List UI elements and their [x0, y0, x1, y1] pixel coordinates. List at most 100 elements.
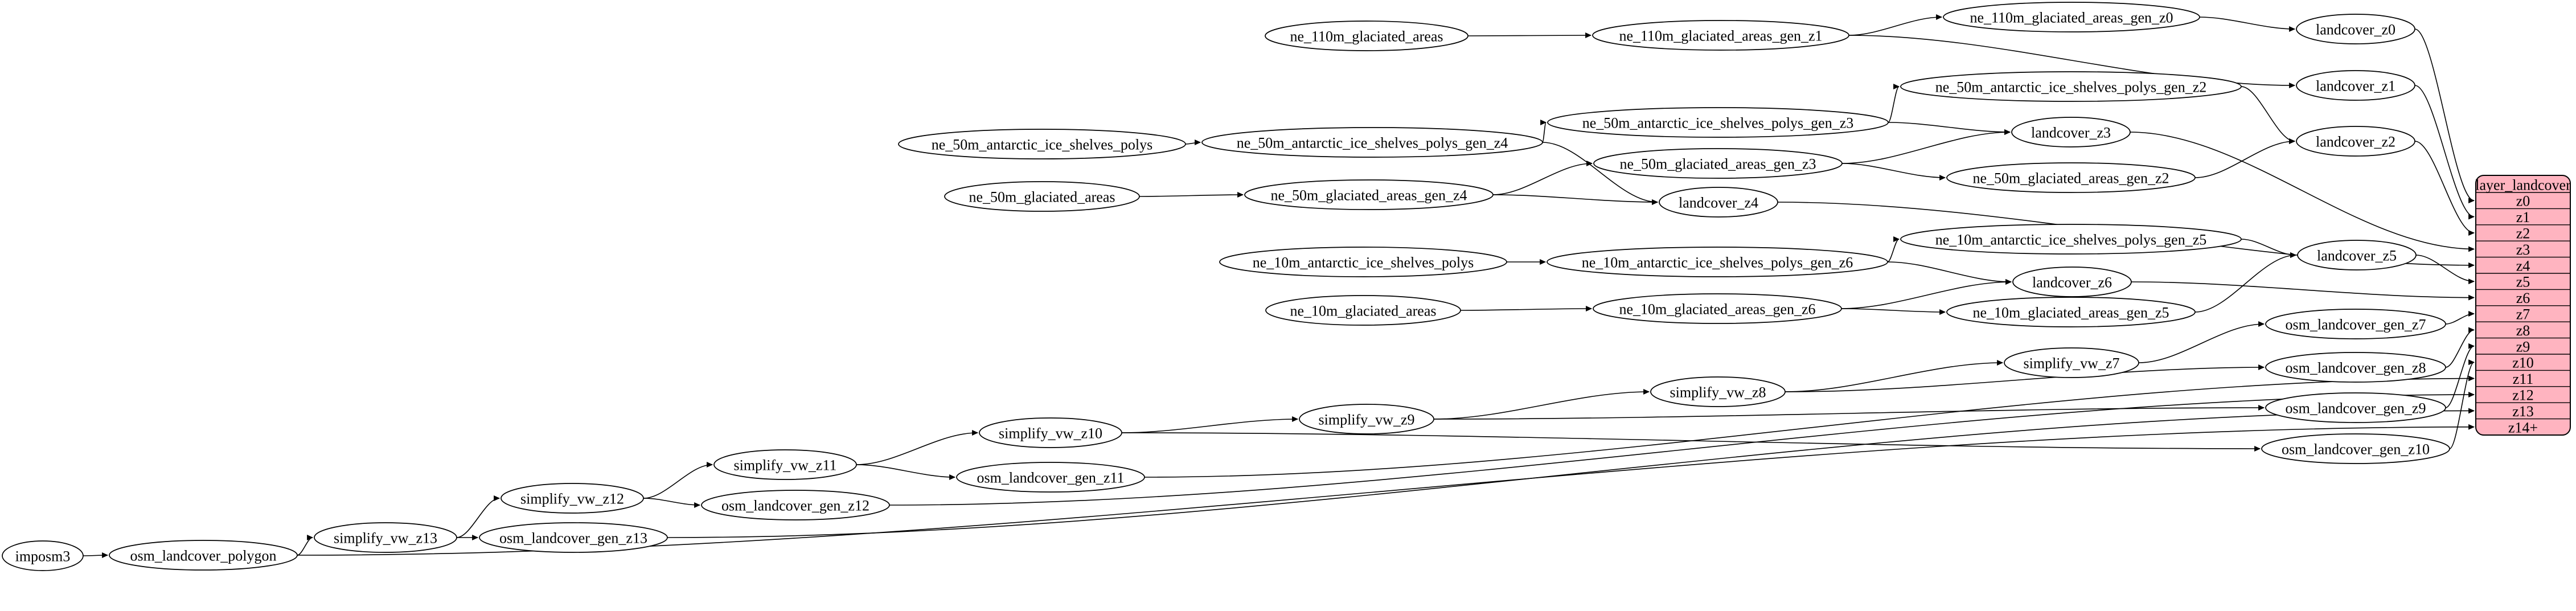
node-landcover_z3: landcover_z3	[2011, 117, 2131, 147]
node-ellipse	[1650, 376, 1786, 407]
node-label: landcover_z3	[2031, 125, 2111, 141]
node-ne_50m_glaciated_areas_gen_z2: ne_50m_glaciated_areas_gen_z2	[1946, 162, 2196, 193]
layer-table-row-z7: z7	[2516, 306, 2530, 323]
node-osm_landcover_polygon: osm_landcover_polygon	[109, 540, 298, 571]
edge-simplify_vw_z12-to-simplify_vw_z11	[643, 462, 713, 499]
node-ellipse	[713, 449, 857, 480]
edges-layer	[83, 14, 2475, 558]
node-simplify_vw_z10: simplify_vw_z10	[979, 417, 1122, 448]
node-landcover_z0: landcover_z0	[2296, 14, 2415, 44]
edge-osm_landcover_gen_z9-to-z9	[2445, 343, 2475, 408]
node-ellipse	[2261, 433, 2450, 464]
node-label: ne_50m_glaciated_areas_gen_z4	[1270, 187, 1467, 204]
edge-ne_50m_antarctic_ice_shelves_polys-to-ne_50m_antarctic_ice_shelves_polys_gen_z4	[1185, 140, 1201, 145]
node-ellipse	[1900, 71, 2242, 102]
node-label: ne_50m_antarctic_ice_shelves_polys_gen_z…	[1582, 115, 1854, 132]
node-ellipse	[1547, 107, 1889, 138]
edge-ne_50m_glaciated_areas_gen_z3-to-ne_50m_glaciated_areas_gen_z2	[1841, 163, 1946, 181]
node-ellipse	[944, 181, 1140, 212]
layer-table-row-z12: z12	[2512, 387, 2534, 404]
node-ellipse	[979, 417, 1122, 448]
node-ellipse	[1201, 127, 1543, 158]
node-simplify_vw_z13: simplify_vw_z13	[314, 522, 457, 553]
node-landcover_z5: landcover_z5	[2297, 240, 2417, 270]
node-label: ne_50m_glaciated_areas	[969, 189, 1115, 206]
edge-simplify_vw_z11-to-simplify_vw_z10	[856, 430, 979, 465]
edge-simplify_vw_z10-to-simplify_vw_z9	[1121, 416, 1299, 433]
node-ellipse	[1299, 404, 1434, 434]
node-ellipse	[1946, 162, 2196, 193]
node-label: landcover_z4	[1679, 195, 1758, 211]
edge-simplify_vw_z8-to-osm_landcover_gen_z8	[1785, 364, 2265, 392]
node-label: ne_10m_glaciated_areas_gen_z6	[1619, 301, 1815, 318]
node-ellipse	[2297, 240, 2417, 270]
node-label: simplify_vw_z13	[334, 530, 437, 547]
node-label: ne_10m_glaciated_areas	[1290, 303, 1437, 319]
node-ellipse	[2004, 347, 2139, 378]
edge-simplify_vw_z11-to-osm_landcover_gen_z11	[856, 464, 956, 480]
edge-osm_landcover_gen_z12-to-z12	[889, 392, 2475, 506]
node-ellipse	[2296, 126, 2415, 157]
edge-ne_110m_glaciated_areas_gen_z1-to-ne_110m_glaciated_areas_gen_z0	[1848, 14, 1943, 36]
node-ne_10m_antarctic_ice_shelves_polys: ne_10m_antarctic_ice_shelves_polys	[1219, 247, 1507, 277]
edge-ne_50m_antarctic_ice_shelves_polys_gen_z4-to-ne_50m_antarctic_ice_shelves_polys_gen_z3	[1540, 120, 1547, 143]
node-label: osm_landcover_gen_z11	[977, 470, 1125, 486]
edge-imposm3-to-osm_landcover_polygon	[83, 552, 109, 558]
layer-table-row-z5: z5	[2516, 274, 2530, 290]
node-ellipse	[898, 129, 1186, 159]
node-ellipse	[2296, 70, 2415, 101]
node-label: simplify_vw_z9	[1319, 412, 1415, 428]
edge-osm_landcover_polygon-to-simplify_vw_z13	[297, 535, 314, 556]
edge-osm_landcover_gen_z13-to-z13	[667, 408, 2475, 538]
node-label: ne_50m_glaciated_areas_gen_z3	[1619, 156, 1816, 173]
node-ellipse	[501, 483, 644, 514]
node-osm_landcover_gen_z12: osm_landcover_gen_z12	[701, 490, 890, 520]
node-ne_50m_glaciated_areas: ne_50m_glaciated_areas	[944, 181, 1140, 212]
layer-table-title: layer_landcover	[2475, 177, 2571, 194]
node-label: simplify_vw_z8	[1670, 384, 1766, 401]
node-ellipse	[1265, 20, 1469, 51]
edge-osm_landcover_gen_z10-to-z10	[2449, 359, 2475, 449]
edge-simplify_vw_z9-to-simplify_vw_z8	[1433, 389, 1650, 420]
edge-osm_landcover_gen_z11-to-z11	[1144, 375, 2475, 478]
node-label: landcover_z6	[2032, 274, 2112, 291]
node-label: simplify_vw_z12	[520, 491, 624, 507]
node-label: osm_landcover_gen_z13	[499, 530, 647, 547]
node-ne_50m_glaciated_areas_gen_z3: ne_50m_glaciated_areas_gen_z3	[1593, 148, 1843, 179]
layer-table-row-z9: z9	[2516, 338, 2530, 355]
node-ne_10m_glaciated_areas_gen_z5: ne_10m_glaciated_areas_gen_z5	[1946, 297, 2196, 327]
node-ellipse	[1547, 247, 1888, 277]
node-label: osm_landcover_gen_z12	[721, 498, 869, 514]
node-landcover_z4: landcover_z4	[1659, 187, 1778, 218]
edge-ne_50m_antarctic_ice_shelves_polys_gen_z4-to-landcover_z4	[1542, 142, 1659, 205]
node-simplify_vw_z7: simplify_vw_z7	[2004, 347, 2139, 378]
edge-ne_50m_glaciated_areas_gen_z2-to-landcover_z2	[2194, 138, 2296, 178]
node-ellipse	[1943, 2, 2200, 32]
node-label: osm_landcover_gen_z8	[2286, 360, 2426, 376]
edge-ne_50m_antarctic_ice_shelves_polys_gen_z3-to-ne_50m_antarctic_ice_shelves_polys_gen_z2	[1888, 84, 1900, 123]
edge-ne_50m_glaciated_areas_gen_z4-to-landcover_z4	[1492, 194, 1659, 205]
node-ne_50m_antarctic_ice_shelves_polys_gen_z3: ne_50m_antarctic_ice_shelves_polys_gen_z…	[1547, 107, 1889, 138]
edge-ne_50m_antarctic_ice_shelves_polys_gen_z3-to-landcover_z3	[1888, 122, 2011, 135]
node-label: ne_10m_glaciated_areas_gen_z5	[1972, 305, 2169, 321]
node-osm_landcover_gen_z7: osm_landcover_gen_z7	[2265, 309, 2446, 339]
layer-table-row-z0: z0	[2516, 193, 2530, 210]
layer-table-row-z11: z11	[2513, 371, 2534, 387]
edge-ne_10m_glaciated_areas_gen_z6-to-landcover_z6	[1841, 279, 2012, 309]
node-label: ne_50m_glaciated_areas_gen_z2	[1972, 170, 2169, 187]
node-ellipse	[1592, 20, 1849, 51]
edge-landcover_z3-to-z3	[2130, 132, 2475, 252]
node-ellipse	[2, 540, 84, 571]
node-ne_10m_glaciated_areas: ne_10m_glaciated_areas	[1265, 295, 1461, 326]
node-label: simplify_vw_z7	[2024, 355, 2120, 372]
node-simplify_vw_z9: simplify_vw_z9	[1299, 404, 1434, 434]
layer-table-row-z14+: z14+	[2508, 419, 2538, 436]
edge-ne_10m_glaciated_areas_gen_z6-to-ne_10m_glaciated_areas_gen_z5	[1841, 308, 1946, 315]
layer-table-row-z6: z6	[2516, 290, 2530, 306]
node-label: ne_110m_glaciated_areas_gen_z1	[1619, 28, 1822, 44]
node-ellipse	[479, 522, 668, 553]
layer-table-row-z3: z3	[2516, 241, 2530, 258]
node-label: ne_10m_antarctic_ice_shelves_polys_gen_z…	[1582, 255, 1853, 271]
node-osm_landcover_gen_z10: osm_landcover_gen_z10	[2261, 433, 2450, 464]
